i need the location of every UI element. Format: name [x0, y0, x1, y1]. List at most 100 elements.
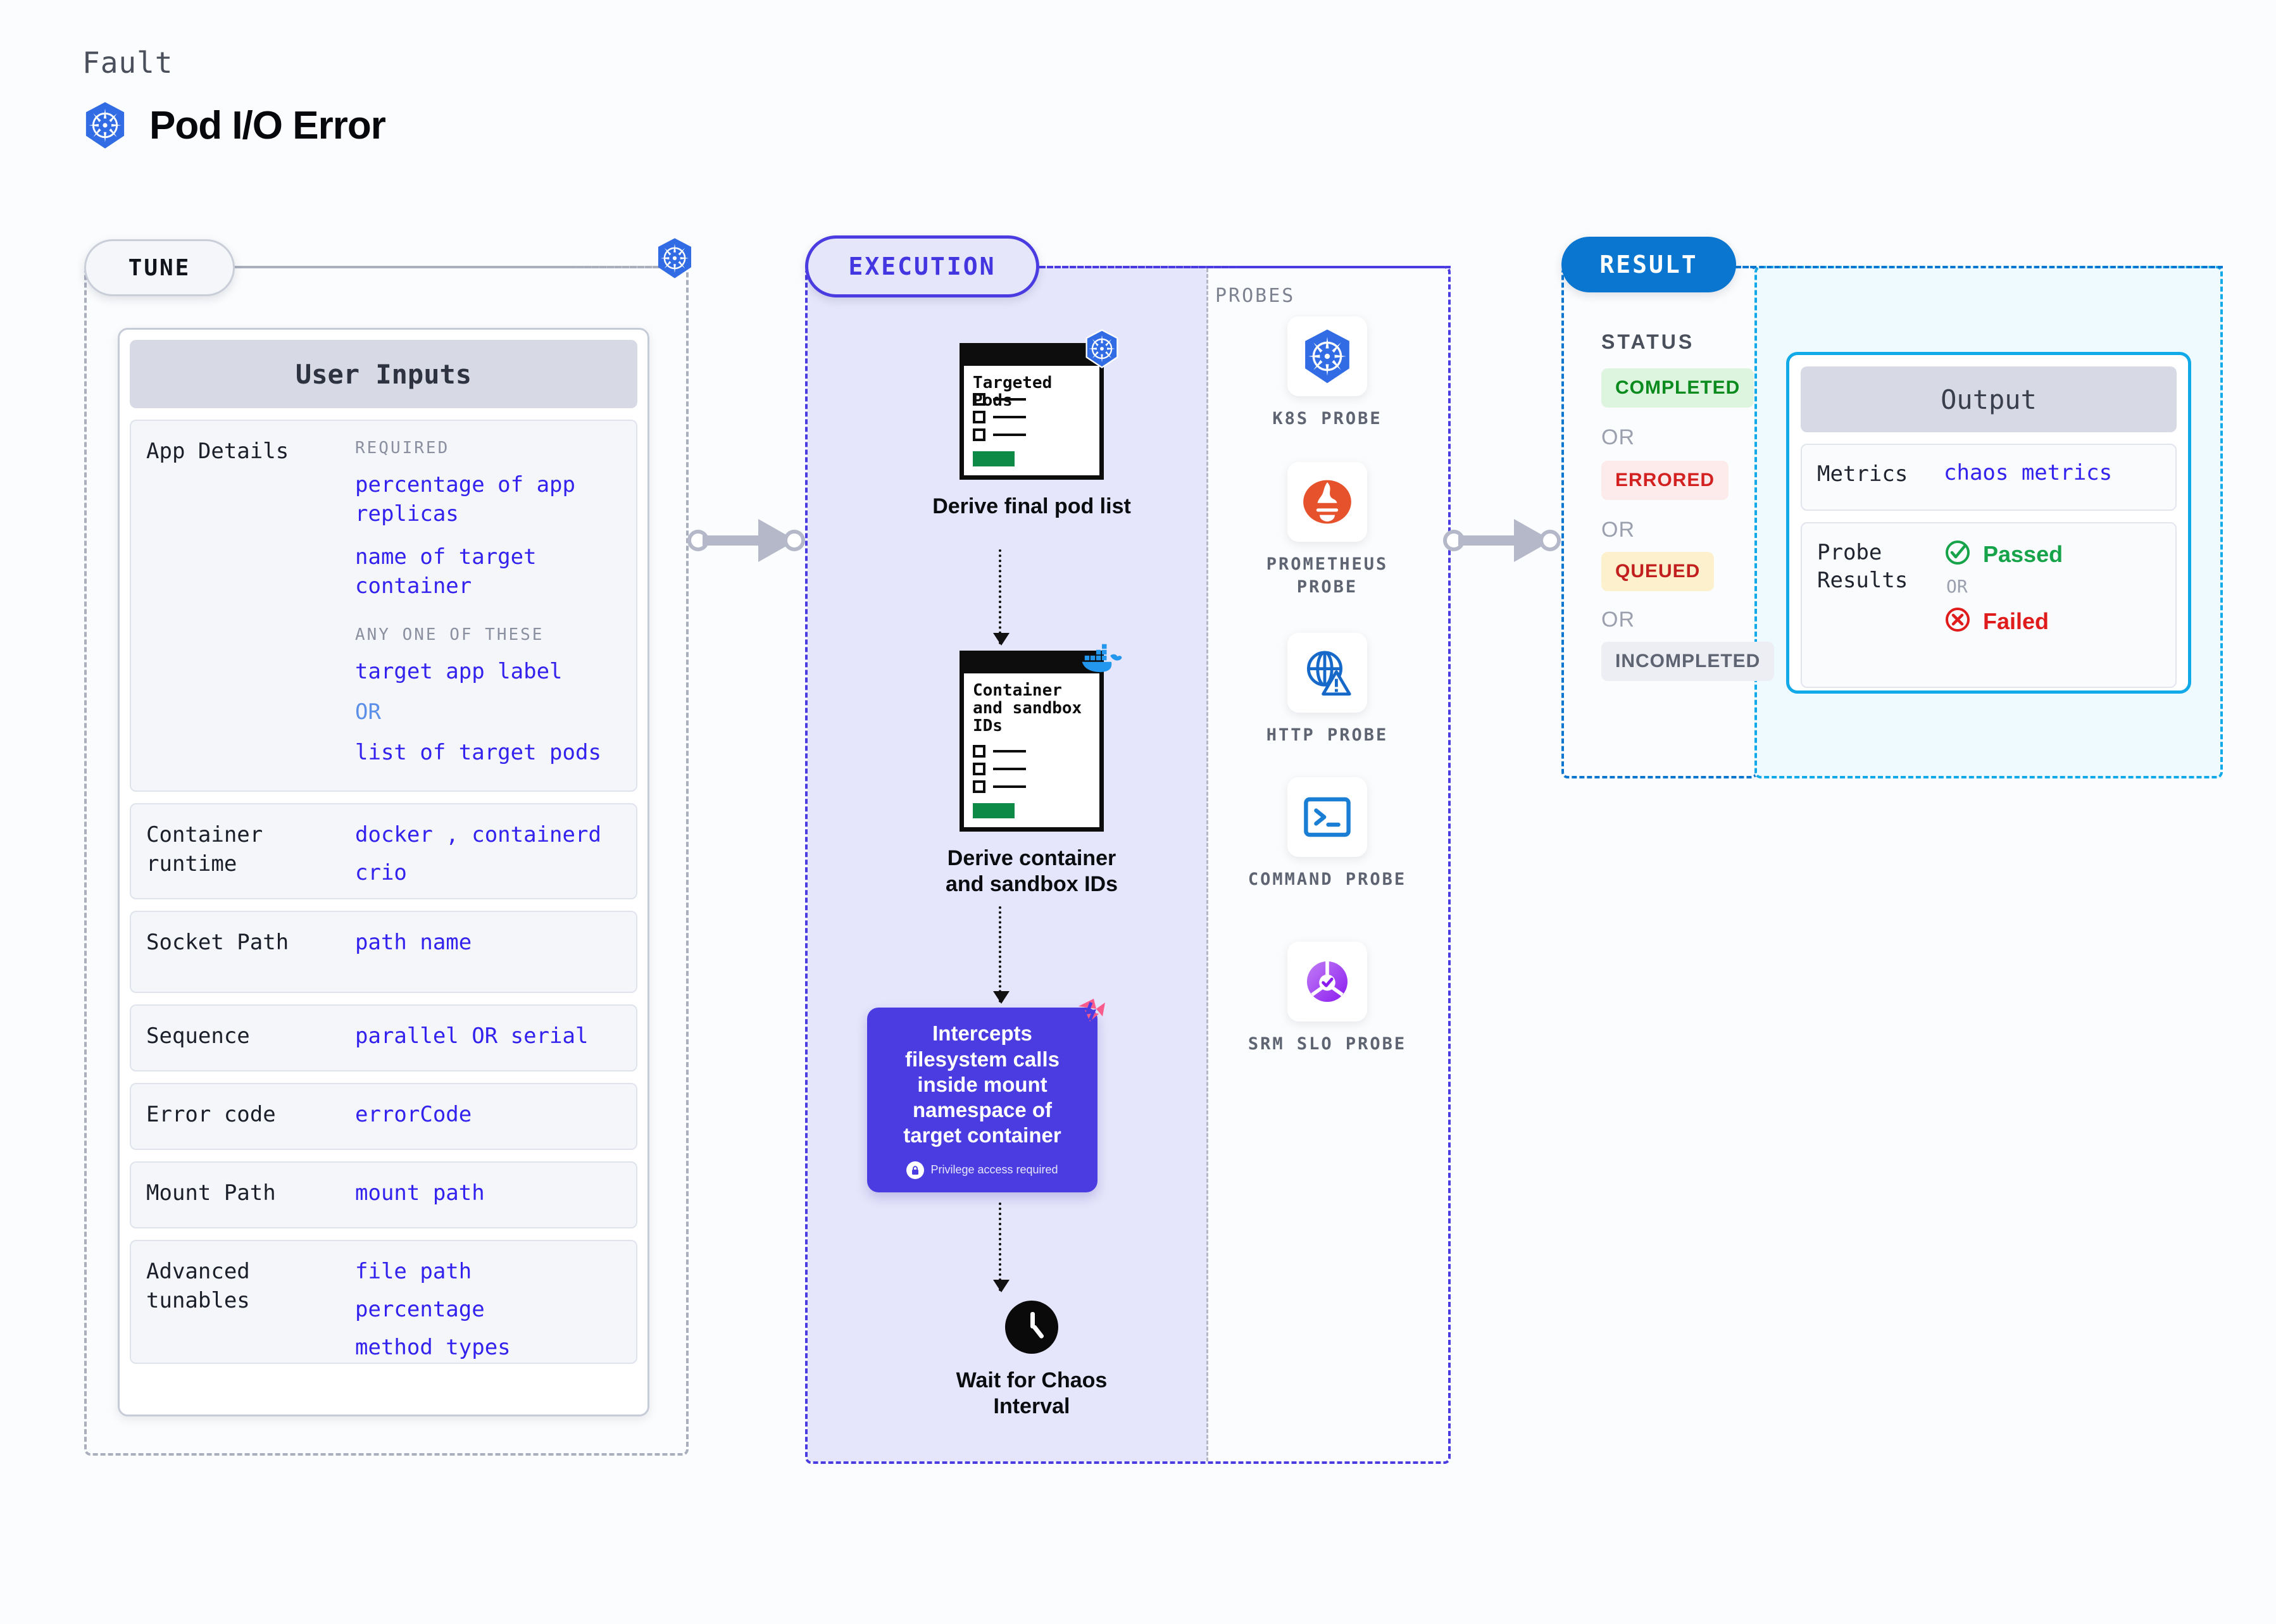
tune-row-key: Sequence: [146, 1023, 250, 1049]
probe-result-or: OR: [1946, 576, 1968, 597]
clock-icon: [1005, 1301, 1058, 1354]
output-row-metrics: Metrics chaos metrics: [1801, 444, 2177, 511]
srm-slo-icon: [1287, 942, 1367, 1021]
wait-for-chaos-node: Wait for Chaos Interval: [956, 1301, 1108, 1420]
close-circle-icon: [1944, 606, 1972, 637]
tune-value: parallel OR serial: [355, 1023, 589, 1049]
status-badge-queued: QUEUED: [1601, 552, 1715, 591]
status-or-1: OR: [1601, 425, 1635, 449]
docker-icon: [1081, 642, 1123, 678]
tune-value: path name: [355, 930, 472, 955]
lock-icon: [906, 1161, 925, 1179]
output-key: Probe Results: [1817, 540, 1908, 594]
status-badge-incompleted: INCOMPLETED: [1601, 642, 1775, 681]
connector-tune-to-execution: [687, 519, 805, 562]
tune-value: percentage: [355, 1296, 485, 1322]
probes-title: PROBES: [1215, 285, 1296, 307]
probe-http[interactable]: HTTP PROBE: [1242, 633, 1413, 747]
tune-value: name of target container: [355, 544, 537, 599]
execution-header-rail: [1033, 266, 1451, 268]
flow-arrow-1: [993, 549, 1010, 646]
terminal-icon: [1287, 777, 1367, 857]
status-or-3: OR: [1601, 608, 1635, 632]
exec-node-derive-pod-list: Targeted Pods Derive fina: [930, 329, 1133, 520]
tune-value: mount path: [355, 1180, 485, 1206]
probe-k8s[interactable]: K8S PROBE: [1242, 316, 1413, 430]
kubernetes-icon: [1084, 329, 1120, 372]
tune-value: list of target pods: [355, 739, 601, 765]
litmus-icon: [1071, 997, 1106, 1034]
targeted-pods-checklist: [973, 393, 1026, 446]
tune-row-error-code: Error code errorCode: [130, 1083, 637, 1150]
tune-row-socket-path: Socket Path path name: [130, 911, 637, 993]
tune-value: crio: [355, 859, 407, 885]
kubernetes-icon: [1287, 316, 1367, 396]
intercept-chaos-card: Intercepts filesystem calls inside mount…: [867, 999, 1105, 1192]
page-title: Pod I/O Error: [149, 103, 386, 147]
tune-row-key: Mount Path: [146, 1180, 276, 1206]
status-title: STATUS: [1601, 330, 1695, 353]
tune-header-rail: [232, 266, 675, 268]
tune-row-advanced-tunables: Advanced tunables file path percentage m…: [130, 1240, 637, 1364]
page-kicker: Fault: [82, 46, 173, 80]
user-inputs-card: User Inputs App Details REQUIRED percent…: [118, 328, 649, 1416]
stage-pill-result[interactable]: RESULT: [1561, 237, 1736, 292]
tune-row-key: Error code: [146, 1102, 276, 1127]
flow-arrow-2: [993, 906, 1010, 1004]
probe-label: PROMETHEUS PROBE: [1266, 554, 1389, 597]
tune-row-app-details: App Details REQUIRED percentage of app r…: [130, 420, 637, 792]
status-or-2: OR: [1601, 518, 1635, 542]
tune-value: file path: [355, 1259, 472, 1284]
probe-result-failed: Failed: [1944, 606, 2160, 637]
exec-node-label: Derive container and sandbox IDs: [945, 846, 1118, 896]
prometheus-icon: [1287, 462, 1367, 542]
container-sandbox-title: Container and sandbox IDs: [973, 681, 1082, 736]
targeted-pods-title: Targeted Pods: [973, 373, 1053, 411]
output-card: Output Metrics chaos metrics Probe Resul…: [1786, 352, 2191, 694]
probe-label: K8S PROBE: [1272, 409, 1382, 428]
user-inputs-title: User Inputs: [130, 340, 637, 408]
output-key: Metrics: [1817, 461, 1908, 487]
output-row-probe-results: Probe Results Passed OR: [1801, 522, 2177, 688]
page-title-row: Pod I/O Error: [82, 101, 386, 149]
tune-required-label: REQUIRED: [355, 439, 450, 458]
failed-label: Failed: [1983, 608, 2049, 634]
status-badge-completed: COMPLETED: [1601, 368, 1754, 408]
probe-prometheus[interactable]: PROMETHEUS PROBE: [1242, 462, 1413, 599]
progress-marker: [973, 451, 1015, 466]
tune-row-key: Advanced tunables: [146, 1259, 250, 1313]
probes-divider: [1206, 268, 1208, 1461]
tune-row-key: App Details: [146, 439, 289, 464]
tune-row-sequence: Sequence parallel OR serial: [130, 1004, 637, 1071]
targeted-pods-card: Targeted Pods: [960, 343, 1104, 480]
progress-marker: [973, 803, 1015, 818]
probe-result-passed: Passed: [1944, 539, 2160, 570]
tune-value: errorCode: [355, 1102, 472, 1127]
tune-row-container-runtime: Container runtime docker , containerd cr…: [130, 803, 637, 899]
exec-node-derive-container-ids: Container and sandbox IDs Derive c: [930, 644, 1133, 897]
probe-srm-slo[interactable]: SRM SLO PROBE: [1242, 942, 1413, 1056]
output-title: Output: [1801, 366, 2177, 432]
privilege-note-label: Privilege access required: [930, 1163, 1058, 1177]
output-value: chaos metrics: [1944, 460, 2113, 485]
passed-label: Passed: [1983, 540, 2063, 567]
tune-value: method types: [355, 1334, 511, 1360]
flow-arrow-3: [993, 1202, 1010, 1292]
kubernetes-icon: [82, 101, 128, 149]
result-header-rail: [1736, 266, 2223, 268]
tune-row-mount-path: Mount Path mount path: [130, 1161, 637, 1228]
probe-command[interactable]: COMMAND PROBE: [1242, 777, 1413, 891]
stage-pill-execution[interactable]: EXECUTION: [805, 235, 1039, 297]
kubernetes-icon: [655, 237, 694, 282]
intercept-text: Intercepts filesystem calls inside mount…: [903, 1021, 1061, 1147]
globe-warning-icon: [1287, 633, 1367, 713]
tune-value: target app label: [355, 658, 563, 684]
tune-or-separator: OR: [355, 699, 381, 725]
probe-label: COMMAND PROBE: [1247, 870, 1407, 889]
container-sandbox-card: Container and sandbox IDs: [960, 651, 1104, 832]
status-badge-errored: ERRORED: [1601, 461, 1729, 500]
probe-label: SRM SLO PROBE: [1247, 1034, 1407, 1054]
tune-value: percentage of app replicas: [355, 472, 575, 527]
stage-pill-tune[interactable]: TUNE: [84, 239, 235, 296]
tune-anyone-label: ANY ONE OF THESE: [355, 625, 544, 644]
